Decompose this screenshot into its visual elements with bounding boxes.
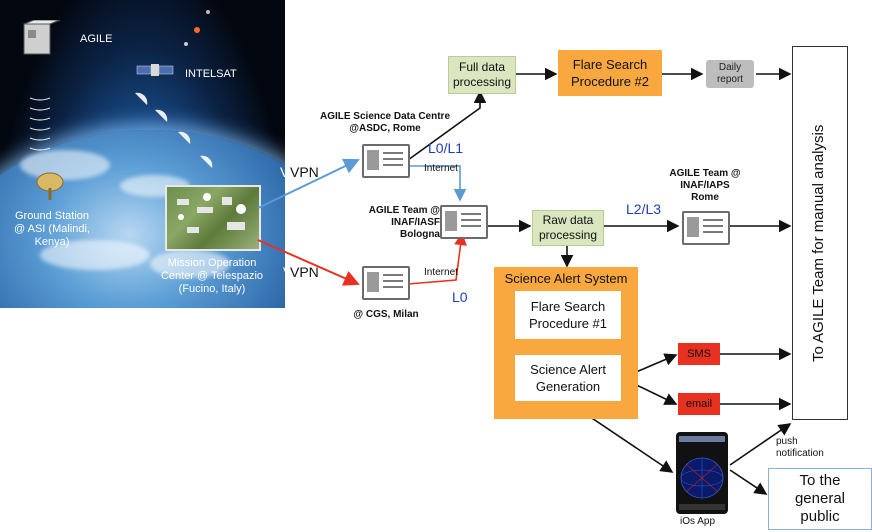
email-box: email [678, 393, 720, 415]
iaps-server-icon [682, 211, 730, 245]
cloud-shape [20, 150, 110, 180]
science-alert-generation-box: Science Alert Generation [515, 355, 621, 401]
iasf-server-icon [440, 205, 488, 239]
signal-arcs-icon [29, 10, 213, 168]
cloud-shape [150, 250, 230, 278]
l0-label: L0 [452, 289, 468, 305]
ground-station-dish-icon [36, 172, 64, 200]
agile-label: AGILE [80, 33, 113, 45]
science-alert-system-title: Science Alert System [504, 271, 628, 286]
manual-analysis-bar [792, 46, 848, 420]
push-notification-label: push notification [776, 436, 824, 459]
space-scene-image: AGILE INTELSAT Ground Station @ ASI (Mal… [0, 0, 285, 308]
cgs-server-icon [362, 266, 410, 300]
vpn-top-label: VPN [280, 164, 285, 180]
flare-search-2-box: Flare Search Procedure #2 [558, 50, 662, 96]
vpn-top-text: VPN [290, 164, 319, 180]
manual-analysis-label: To AGILE Team for manual analysis [810, 124, 827, 362]
ground-station-label: Ground Station @ ASI (Malindi, Kenya) [14, 210, 90, 248]
full-data-processing-box: Full data processing [448, 56, 516, 94]
vpn-bottom-text: VPN [290, 264, 319, 280]
raw-data-processing-box: Raw data processing [532, 210, 604, 246]
vpn-bottom-label: VPN [283, 264, 285, 280]
intelsat-label: INTELSAT [185, 68, 237, 80]
internet-top-label: Internet [424, 163, 458, 174]
sms-box: SMS [678, 343, 720, 365]
intelsat-satellite-icon [136, 64, 174, 76]
iasf-label: AGILE Team @ INAF/IASF Bologna [368, 205, 440, 240]
cloud-shape [40, 240, 150, 270]
flare-search-1-box: Flare Search Procedure #1 [515, 291, 621, 339]
asdc-label: AGILE Science Data Centre @ASDC, Rome [319, 111, 451, 134]
cgs-label: @ CGS, Milan [353, 309, 419, 320]
general-public-box: To the general public [768, 468, 872, 530]
daily-report-box: Daily report [706, 60, 754, 88]
mission-center-photo [165, 185, 261, 251]
ios-app-label: iOs App [680, 516, 716, 527]
agile-satellite-icon [23, 20, 61, 55]
ios-app-phone-icon [676, 432, 728, 514]
l0l1-label: L0/L1 [428, 140, 464, 156]
mission-center-label: Mission Operation Center @ Telespazio (F… [160, 257, 264, 295]
asdc-server-icon [362, 144, 410, 178]
l2l3-label: L2/L3 [626, 201, 662, 217]
internet-bottom-label: Internet [424, 267, 458, 278]
iaps-label: AGILE Team @ INAF/IAPS Rome [669, 168, 741, 203]
